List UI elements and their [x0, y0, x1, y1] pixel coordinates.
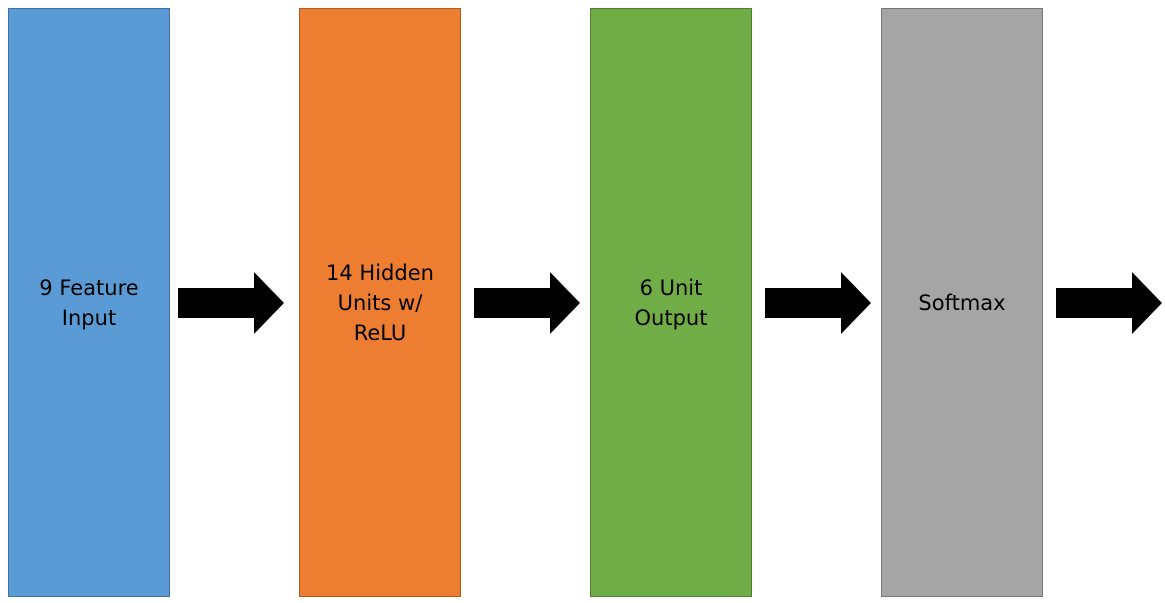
softmax-block: Softmax	[881, 8, 1043, 597]
arrow-right-icon	[1056, 272, 1162, 334]
output-layer-label: 6 Unit Output	[634, 275, 708, 330]
arrow-right-icon	[178, 272, 284, 334]
arrow-right-icon	[474, 272, 580, 334]
arrow-right-icon	[765, 272, 871, 334]
hidden-layer-label: 14 Hidden Units w/ ReLU	[326, 260, 434, 345]
input-layer-block: 9 Feature Input	[8, 8, 170, 597]
softmax-label: Softmax	[918, 290, 1006, 315]
input-layer-label: 9 Feature Input	[39, 275, 139, 330]
output-layer-block: 6 Unit Output	[590, 8, 752, 597]
hidden-layer-block: 14 Hidden Units w/ ReLU	[299, 8, 461, 597]
